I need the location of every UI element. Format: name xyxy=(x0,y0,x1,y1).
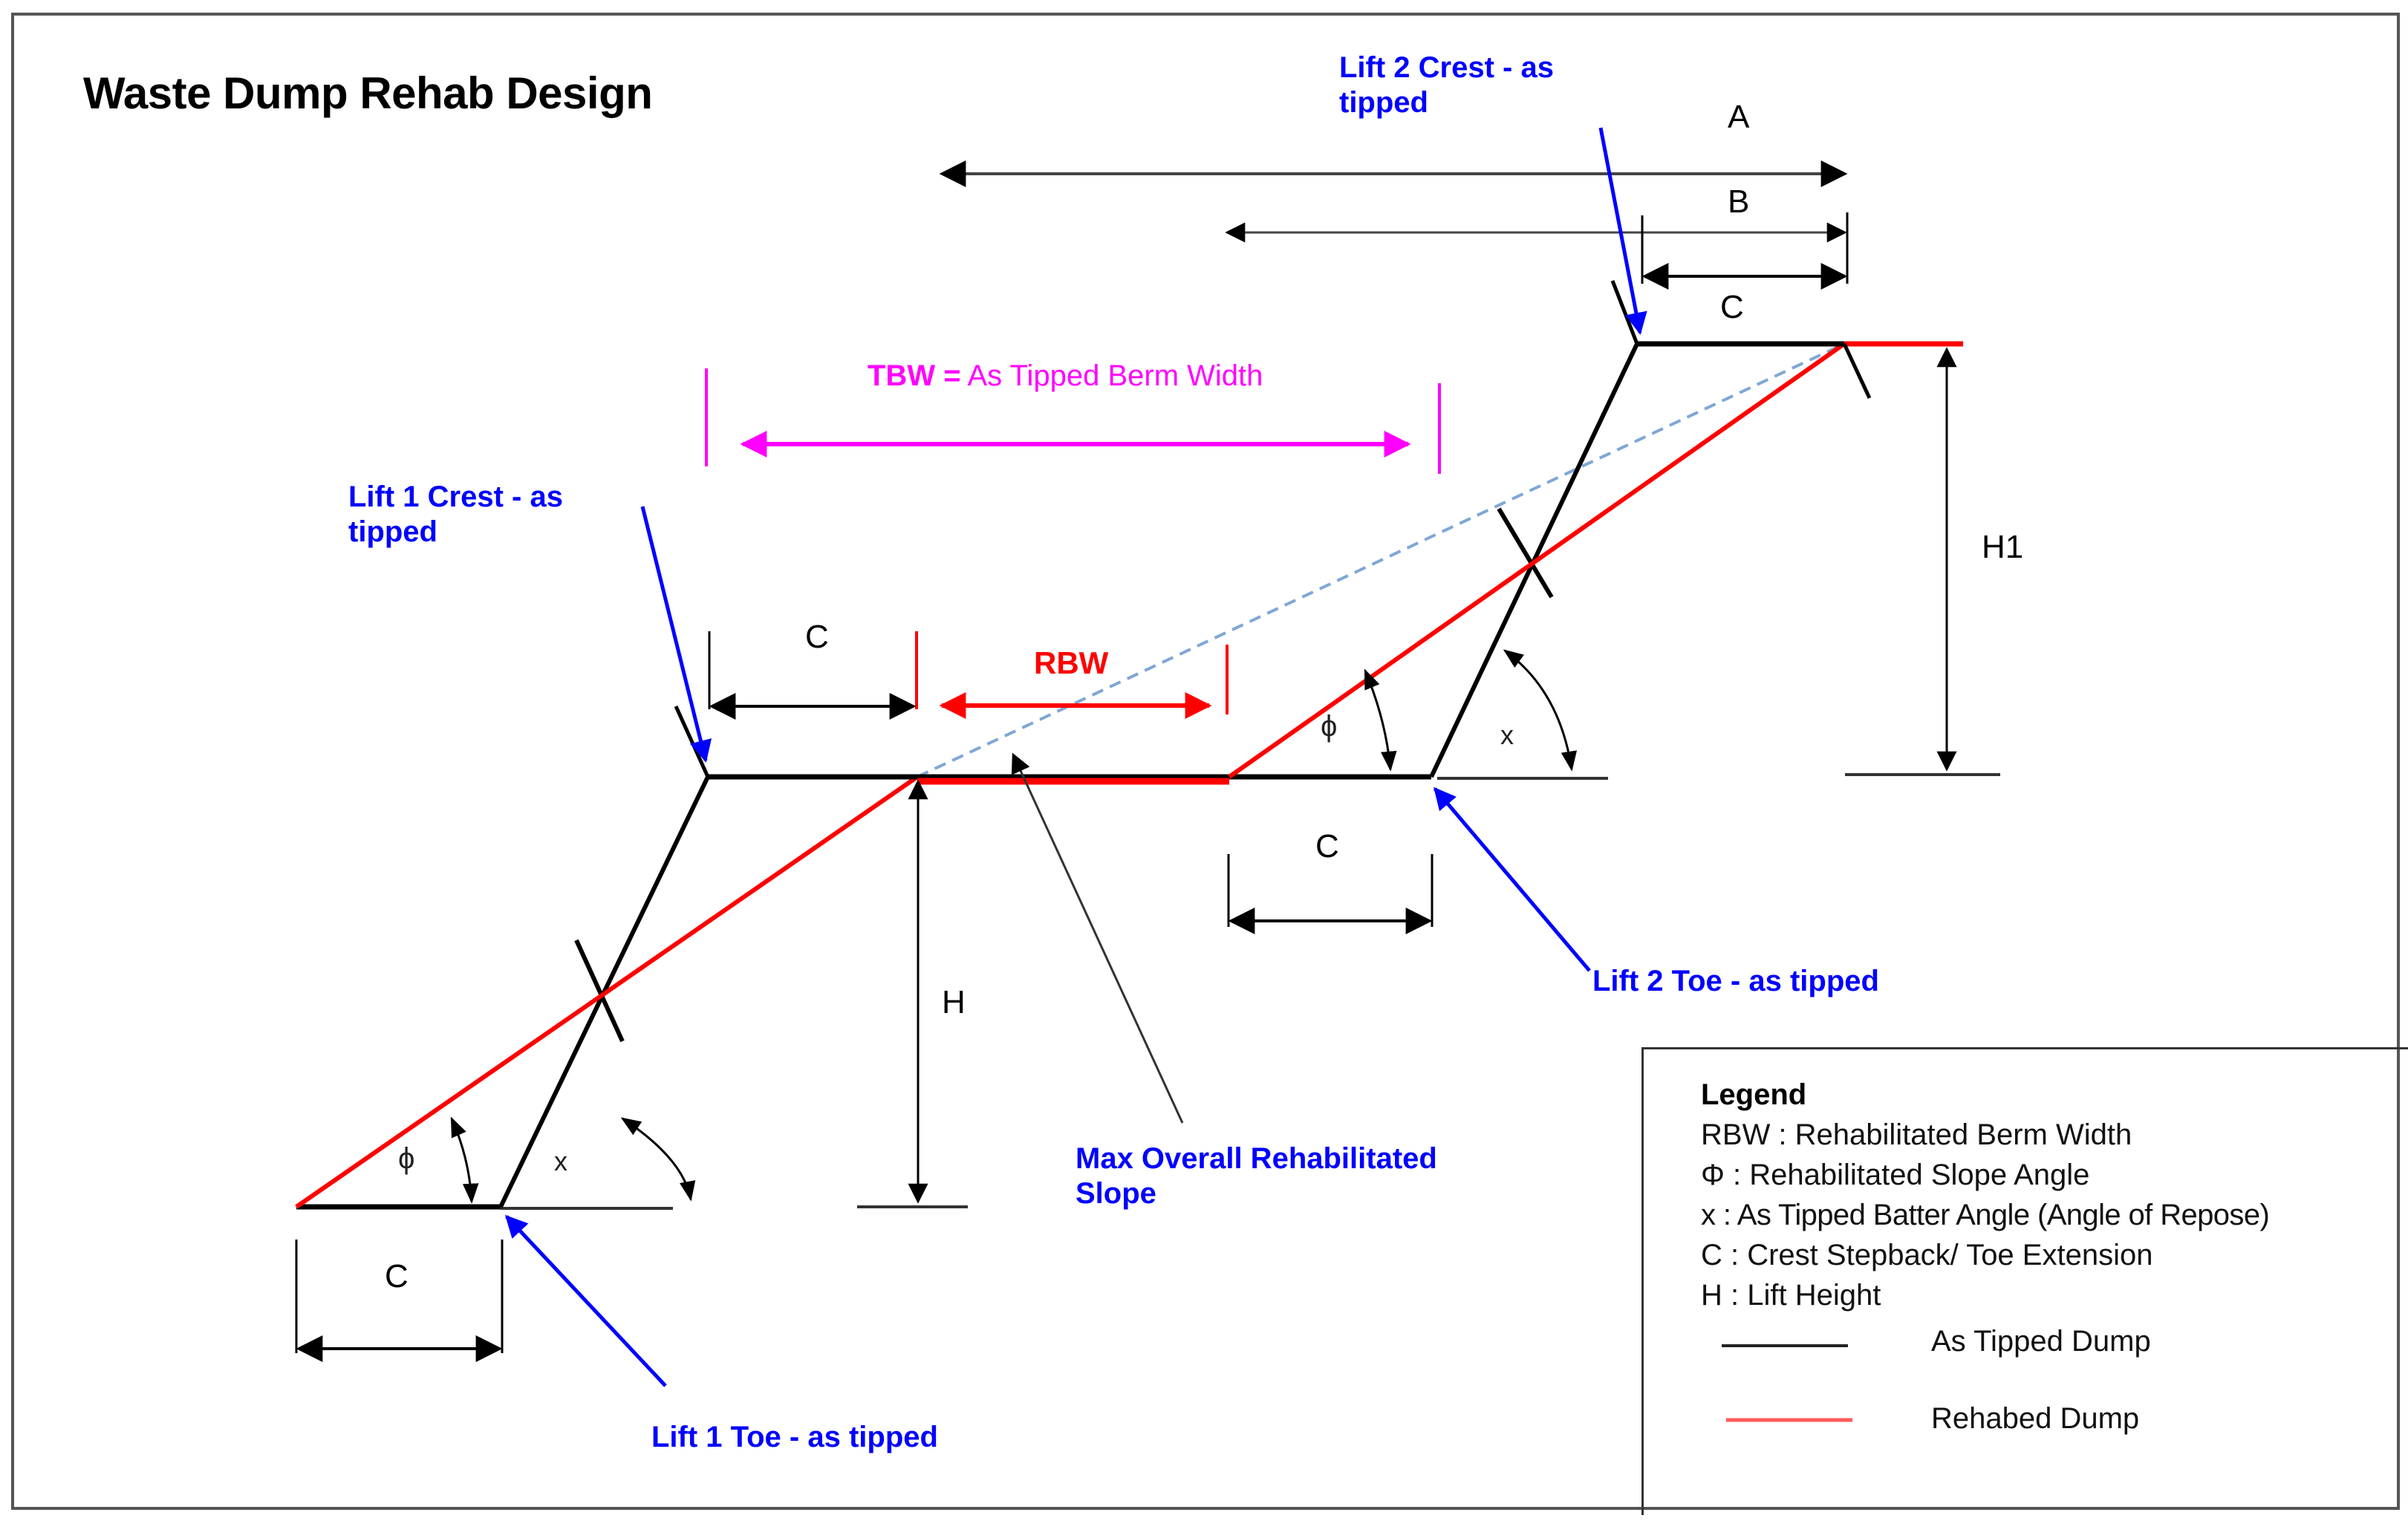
dim-label-b: B xyxy=(1728,183,1750,220)
lift1-phi-angle-arc xyxy=(450,1116,479,1204)
max-slope-callout-line2: Slope xyxy=(1076,1177,1156,1211)
lift2-x-label: x xyxy=(1500,720,1514,750)
diagram-frame xyxy=(11,13,2400,1510)
lift1-toe-callout-arrow xyxy=(504,1214,667,1387)
lift2-toe-callout-arrow xyxy=(1434,786,1591,972)
tbw-abbr: TBW = xyxy=(868,359,961,392)
legend-title: Legend xyxy=(1701,1078,1807,1111)
lift1-crest-callout-line2: tipped xyxy=(348,515,437,549)
lift1-crest-callout-arrow xyxy=(640,506,712,763)
lift2-crest-callout-line2: tipped xyxy=(1339,86,1428,120)
lift2-crest-callout: Lift 2 Crest - as tipped xyxy=(1339,51,1554,120)
lift2-toe-callout: Lift 2 Toe - as tipped xyxy=(1592,965,1879,997)
tbw-label: TBW = As Tipped Berm Width xyxy=(868,361,1263,391)
dim-label-h1: H1 xyxy=(1982,529,2024,565)
legend-box xyxy=(1641,1047,2408,1515)
legend-item-phi: Φ : Rehabilitated Slope Angle xyxy=(1701,1159,2090,1191)
legend-item-h: H : Lift Height xyxy=(1701,1279,1881,1312)
lift1-phi-label: ϕ xyxy=(398,1142,415,1175)
lift2-rehabed-crest-tick xyxy=(1842,342,1872,400)
lift1-rehabed-slope xyxy=(295,775,919,1209)
lift2-crest-callout-line1: Lift 2 Crest - as xyxy=(1339,51,1554,84)
tbw-text: As Tipped Berm Width xyxy=(960,359,1263,392)
legend-rehabed-label: Rehabed Dump xyxy=(1931,1402,2140,1435)
lift2-phi-label: ϕ xyxy=(1321,710,1338,743)
lift1-x-label: x xyxy=(554,1146,567,1176)
dim-label-c-lift2: C xyxy=(1315,828,1339,864)
max-slope-callout-line1: Max Overall Rehabilitated xyxy=(1076,1142,1437,1175)
dim-label-c-lift1: C xyxy=(385,1258,409,1294)
dim-label-a: A xyxy=(1728,99,1750,135)
legend-item-x: x : As Tipped Batter Angle (Angle of Rep… xyxy=(1701,1199,2270,1231)
lift1-crest-tick xyxy=(674,705,710,778)
lift2-crest-callout-arrow xyxy=(1598,127,1647,335)
max-slope-pointer-arrow xyxy=(1011,752,1184,1124)
legend-item-rbw: RBW : Rehabilitated Berm Width xyxy=(1701,1118,2132,1151)
dim-label-rbw: RBW xyxy=(1034,645,1109,680)
legend-as-tipped-label: As Tipped Dump xyxy=(1931,1325,2151,1358)
dim-label-c-mid: C xyxy=(805,619,829,655)
lift2-rehabed-slope xyxy=(1228,342,1846,779)
diagram-title: Waste Dump Rehab Design xyxy=(83,68,653,118)
lift1-slope-cross-tick xyxy=(574,939,625,1043)
overall-slope-dashed-line xyxy=(917,342,1845,778)
max-slope-callout: Max Overall Rehabilitated Slope xyxy=(1076,1141,1437,1211)
lift1-x-angle-arc xyxy=(620,1117,696,1202)
lift2-phi-angle-arc xyxy=(1364,668,1397,772)
dim-label-c-top: C xyxy=(1720,289,1744,325)
lift2-x-angle-arc xyxy=(1503,649,1578,772)
lift1-toe-callout: Lift 1 Toe - as tipped xyxy=(651,1421,938,1453)
dim-label-h: H xyxy=(942,984,966,1020)
legend-item-c: C : Crest Stepback/ Toe Extension xyxy=(1701,1239,2153,1271)
lift1-crest-callout: Lift 1 Crest - as tipped xyxy=(348,480,563,550)
lift2-slope-cross-tick xyxy=(1497,507,1554,599)
lift1-crest-callout-line1: Lift 1 Crest - as xyxy=(348,481,563,513)
